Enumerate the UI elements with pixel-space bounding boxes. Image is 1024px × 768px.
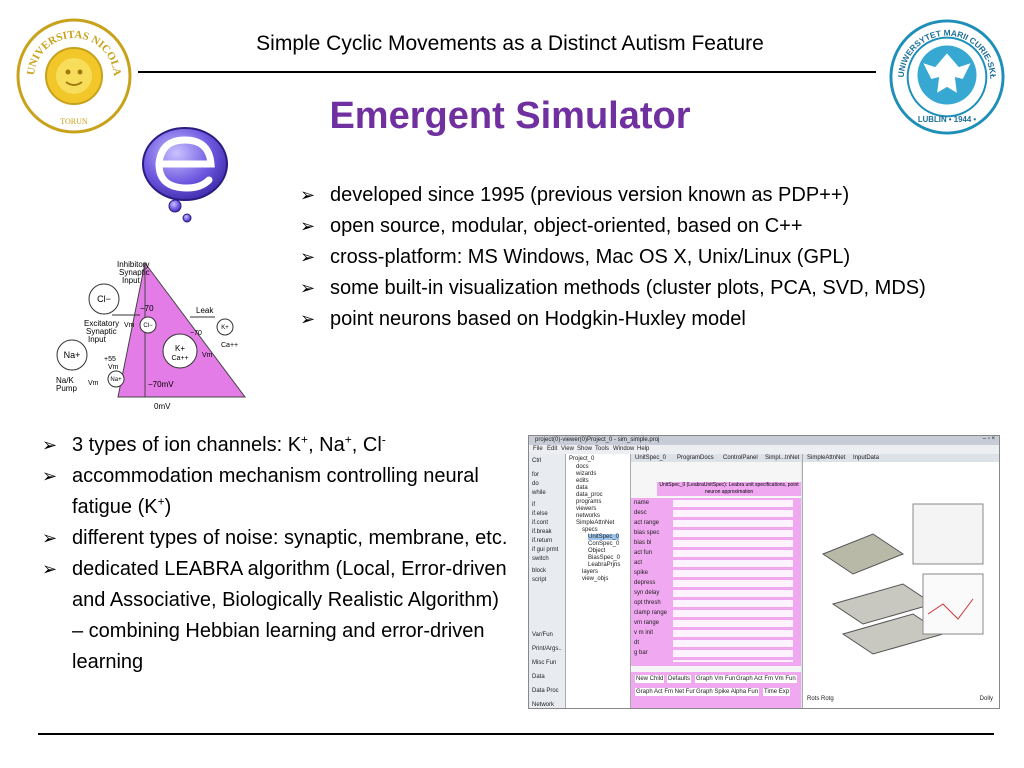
ss-project-tree: Project_0 docs wizards edits data data_p… [566,454,631,708]
svg-text:K+: K+ [175,344,185,353]
header-divider [138,71,876,73]
list-item: ➢some built-in visualization methods (cl… [300,273,970,304]
arrow-bullet-icon: ➢ [42,528,58,548]
feature-list: ➢developed since 1995 (previous version … [300,180,970,335]
arrow-bullet-icon: ➢ [300,216,316,236]
svg-text:LUBLIN • 1944 •: LUBLIN • 1944 • [918,115,977,124]
svg-text:+55: +55 [104,356,116,363]
svg-text:0mV: 0mV [154,402,171,411]
svg-text:Vm: Vm [124,322,135,329]
footer-divider [38,733,994,735]
svg-text:Na+: Na+ [64,350,81,360]
list-item: ➢different types of noise: synaptic, mem… [42,523,512,554]
list-item: ➢open source, modular, object-oriented, … [300,211,970,242]
arrow-bullet-icon: ➢ [42,435,58,455]
svg-text:Na+: Na+ [110,377,122,383]
ss-menu-bar: File Edit View Show Tools Window Help [529,445,999,454]
university-seal-umcs-logo: UNIWERSYTET MARII CURIE-SKŁODOWSKIEJ LUB… [888,18,1005,135]
svg-text:−70mV: −70mV [148,380,174,389]
svg-text:K+: K+ [221,325,229,331]
svg-text:Leak: Leak [196,306,214,315]
arrow-bullet-icon: ➢ [300,185,316,205]
arrow-bullet-icon: ➢ [42,559,58,579]
svg-text:Ca++: Ca++ [221,342,238,349]
ss-param-table: name desc act range bias spec bias bl ac… [631,498,801,666]
model-feature-list: ➢3 types of ion channels: K+, Na+, Cl- ➢… [42,430,512,678]
svg-text:Ca++: Ca++ [171,355,188,362]
svg-text:Vm: Vm [202,352,213,359]
svg-text:−70: −70 [190,330,202,337]
university-seal-torun-logo: UNIVERSITAS NICOLAI COPERNICI TORUN [14,16,132,134]
svg-text:Vm: Vm [88,380,99,387]
arrow-bullet-icon: ➢ [42,466,58,486]
ss-button-bar: New Child Defaults Graph Vm Fun Graph Ac… [631,672,801,708]
svg-text:Cl−: Cl− [97,294,111,304]
emergent-e-logo [142,127,228,223]
list-item: ➢cross-platform: MS Windows, Mac OS X, U… [300,242,970,273]
svg-text:Cl−: Cl− [143,323,153,329]
arrow-bullet-icon: ➢ [300,309,316,329]
slide-header: Simple Cyclic Movements as a Distinct Au… [256,32,764,55]
ss-title-bar: project(0)-viewer(0)Project_0 - sim_simp… [529,436,999,445]
list-item: ➢point neurons based on Hodgkin-Huxley m… [300,304,970,335]
list-item: ➢3 types of ion channels: K+, Na+, Cl- [42,430,512,461]
ss-network-view: SimpleAttnNet InputData Rots Rotg Dolly [802,454,999,708]
emergent-app-screenshot: project(0)-viewer(0)Project_0 - sim_simp… [528,435,1000,709]
list-item: ➢developed since 1995 (previous version … [300,180,970,211]
svg-text:TORUN: TORUN [60,117,88,126]
list-item: ➢dedicated LEABRA algorithm (Local, Erro… [42,554,512,678]
list-item: ➢accommodation mechanism controlling neu… [42,461,512,523]
svg-text:Vm: Vm [108,364,119,371]
arrow-bullet-icon: ➢ [300,247,316,267]
ss-toolbox: Ctrl for do while if if.else if.cont if.… [529,454,566,708]
slide-title: Emergent Simulator [329,95,691,137]
arrow-bullet-icon: ➢ [300,278,316,298]
ss-property-editor: UnitSpec_0 ProgramDocs ControlPanel Simp… [631,454,801,708]
svg-text:−70: −70 [140,304,154,313]
